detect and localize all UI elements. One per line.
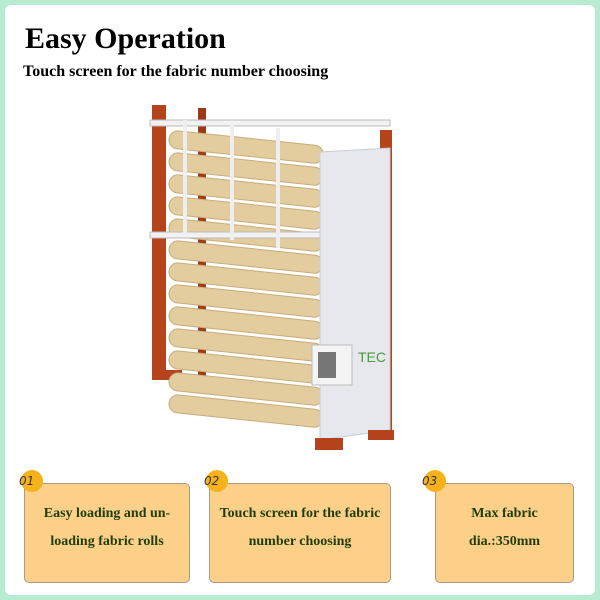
feature-text: Easy loading and un- loading fabric roll…: [43, 506, 171, 549]
brand-logo: TEC: [358, 349, 386, 365]
feature-badge-3: 03: [422, 470, 446, 492]
feature-text: Touch screen for the fabric number choos…: [219, 506, 381, 549]
feature-badge-2: 02: [204, 470, 228, 492]
feature-box-3: Max fabric dia.:350mm: [435, 483, 574, 583]
feature-box-2: Touch screen for the fabric number choos…: [209, 483, 391, 583]
fabric-storage-machine-image: TEC: [149, 105, 394, 450]
feature-box-1: Easy loading and un- loading fabric roll…: [24, 483, 190, 583]
page-subtitle: Touch screen for the fabric number choos…: [23, 63, 329, 80]
feature-badge-1: 01: [19, 470, 43, 492]
page-title: Easy Operation: [25, 22, 226, 55]
feature-text: Max fabric dia.:350mm: [468, 506, 541, 549]
